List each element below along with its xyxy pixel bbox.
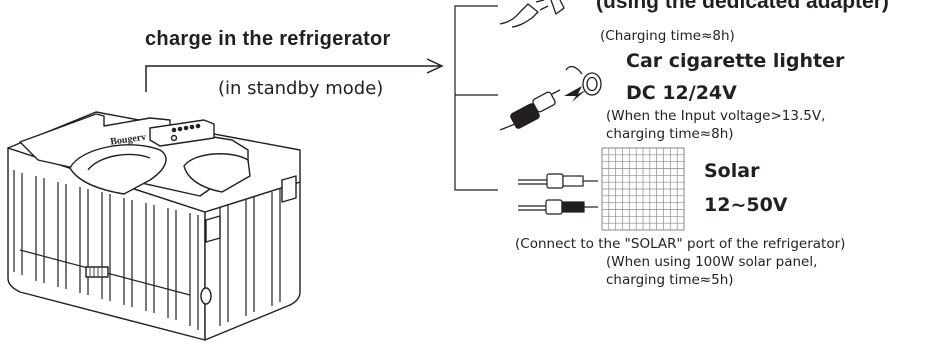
charge-title: charge in the refrigerator bbox=[145, 28, 391, 50]
car-lighter-note-1: (When the Input voltage>13.5V, bbox=[606, 108, 826, 124]
method-bracket bbox=[454, 5, 498, 191]
ac-plug-icon bbox=[499, 0, 565, 28]
car-lighter-title: Car cigarette lighter bbox=[626, 50, 845, 72]
solar-panel-note-2: charging time≈5h) bbox=[606, 272, 734, 288]
battery-pack-illustration bbox=[7, 111, 301, 341]
standby-note: (in standby mode) bbox=[218, 78, 384, 99]
charge-flow-arrow bbox=[145, 58, 444, 92]
car-lighter-note-2: charging time≈8h) bbox=[606, 126, 734, 142]
brand-logo: Bougerv bbox=[110, 132, 147, 148]
solar-cable-icon bbox=[518, 173, 598, 215]
car-lighter-voltage: DC 12/24V bbox=[626, 82, 737, 104]
solar-port-note: (Connect to the "SOLAR" port of the refr… bbox=[515, 236, 846, 252]
ac-charging-time: (Charging time≈8h) bbox=[600, 28, 735, 44]
car-lighter-plug-icon bbox=[499, 65, 602, 131]
solar-panel-note-1: (When using 100W solar panel, bbox=[606, 254, 818, 270]
ac-adapter-title: (using the dedicated adapter) bbox=[596, 0, 889, 13]
solar-voltage: 12~50V bbox=[704, 194, 788, 216]
solar-panel-icon bbox=[601, 147, 685, 231]
solar-title: Solar bbox=[704, 160, 760, 182]
